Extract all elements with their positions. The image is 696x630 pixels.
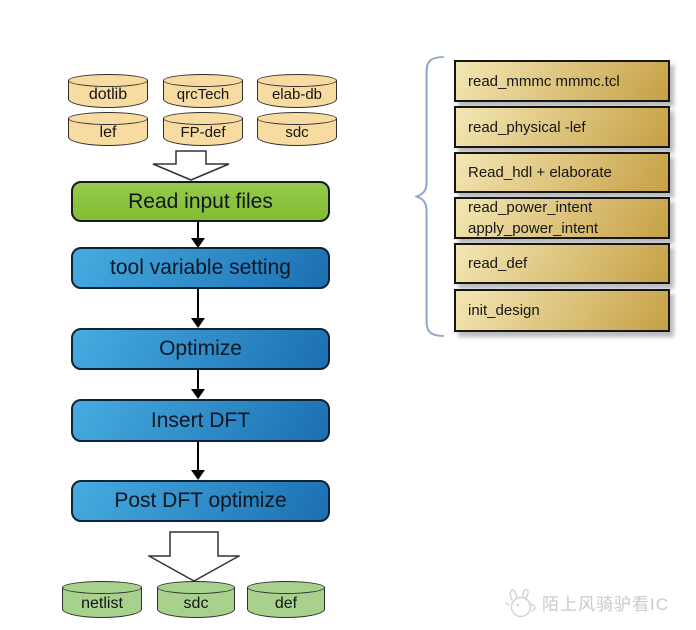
flow-arrow-icon bbox=[190, 370, 206, 399]
cylinder-label: netlist bbox=[81, 595, 123, 612]
output-cylinder-def: def bbox=[247, 581, 325, 618]
cylinder-top bbox=[68, 112, 148, 125]
command-box-read-hdl: Read_hdl + elaborate bbox=[454, 152, 670, 193]
cylinder-label: sdc bbox=[183, 595, 209, 612]
step-optimize: Optimize bbox=[71, 328, 330, 370]
step-label: Read input files bbox=[128, 189, 273, 213]
input-cylinder-elabdb: elab-db bbox=[257, 74, 337, 108]
donkey-logo-icon bbox=[502, 583, 542, 621]
output-cylinder-sdc: sdc bbox=[157, 581, 235, 618]
step-insert-dft: Insert DFT bbox=[71, 399, 330, 442]
block-down-arrow-icon bbox=[148, 531, 240, 582]
step-tool-variable-setting: tool variable setting bbox=[71, 247, 330, 289]
arrow-head bbox=[191, 470, 205, 480]
command-text: read_def bbox=[468, 255, 528, 272]
command-box-init-design: init_design bbox=[454, 289, 670, 332]
arrow-head bbox=[191, 238, 205, 248]
cylinder-top bbox=[62, 581, 142, 594]
flow-arrow-icon bbox=[190, 289, 206, 328]
cylinder-label: lef bbox=[99, 124, 117, 141]
cylinder-top bbox=[247, 581, 325, 594]
step-label: Post DFT optimize bbox=[114, 489, 287, 512]
command-box-read-def: read_def bbox=[454, 243, 670, 284]
command-box-power-intent: read_power_intent apply_power_intent bbox=[454, 197, 670, 239]
input-cylinder-sdc: sdc bbox=[257, 112, 337, 146]
cylinder-top bbox=[257, 112, 337, 125]
arrow-line bbox=[197, 289, 199, 320]
command-text: init_design bbox=[468, 302, 540, 319]
command-text: read_power_intent bbox=[468, 199, 593, 216]
input-cylinder-qrctech: qrcTech bbox=[163, 74, 243, 108]
input-cylinder-fpdef: FP-def bbox=[163, 112, 243, 146]
cylinder-label: def bbox=[274, 595, 298, 612]
output-cylinder-netlist: netlist bbox=[62, 581, 142, 618]
cylinder-label: qrcTech bbox=[176, 86, 230, 103]
input-cylinder-dotlib: dotlib bbox=[68, 74, 148, 108]
arrow-head bbox=[191, 389, 205, 399]
flow-arrow-icon bbox=[190, 442, 206, 480]
command-text: read_mmmc mmmc.tcl bbox=[468, 72, 620, 90]
step-label: Optimize bbox=[159, 337, 242, 360]
step-read-input-files: Read input files bbox=[71, 181, 330, 222]
cylinder-label: FP-def bbox=[180, 124, 226, 141]
arrow-line bbox=[197, 442, 199, 472]
step-label: tool variable setting bbox=[110, 256, 291, 279]
arrow-head bbox=[191, 318, 205, 328]
command-text: read_physical -lef bbox=[468, 118, 586, 136]
arrow-line bbox=[197, 222, 199, 240]
cylinder-top bbox=[163, 74, 243, 87]
cylinder-label: elab-db bbox=[271, 86, 323, 103]
flow-arrow-icon bbox=[190, 222, 206, 248]
step-label: Insert DFT bbox=[150, 408, 251, 432]
cylinder-label: dotlib bbox=[88, 86, 128, 103]
step-post-dft-optimize: Post DFT optimize bbox=[71, 480, 330, 522]
input-cylinder-lef: lef bbox=[68, 112, 148, 146]
cylinder-top bbox=[257, 74, 337, 87]
command-text: Read_hdl + elaborate bbox=[468, 164, 612, 181]
command-box-read-physical: read_physical -lef bbox=[454, 106, 670, 148]
arrow-line bbox=[197, 370, 199, 391]
curly-brace-icon bbox=[415, 56, 445, 337]
cylinder-top bbox=[163, 112, 243, 125]
block-down-arrow-icon bbox=[152, 150, 230, 181]
cylinder-top bbox=[157, 581, 235, 594]
command-text: apply_power_intent bbox=[468, 220, 599, 237]
cylinder-top bbox=[68, 74, 148, 87]
command-box-read-mmmc: read_mmmc mmmc.tcl bbox=[454, 60, 670, 102]
watermark: 陌上风骑驴看IC bbox=[502, 583, 669, 621]
watermark-text: 陌上风骑驴看IC bbox=[542, 594, 669, 614]
cylinder-label: sdc bbox=[285, 124, 309, 141]
